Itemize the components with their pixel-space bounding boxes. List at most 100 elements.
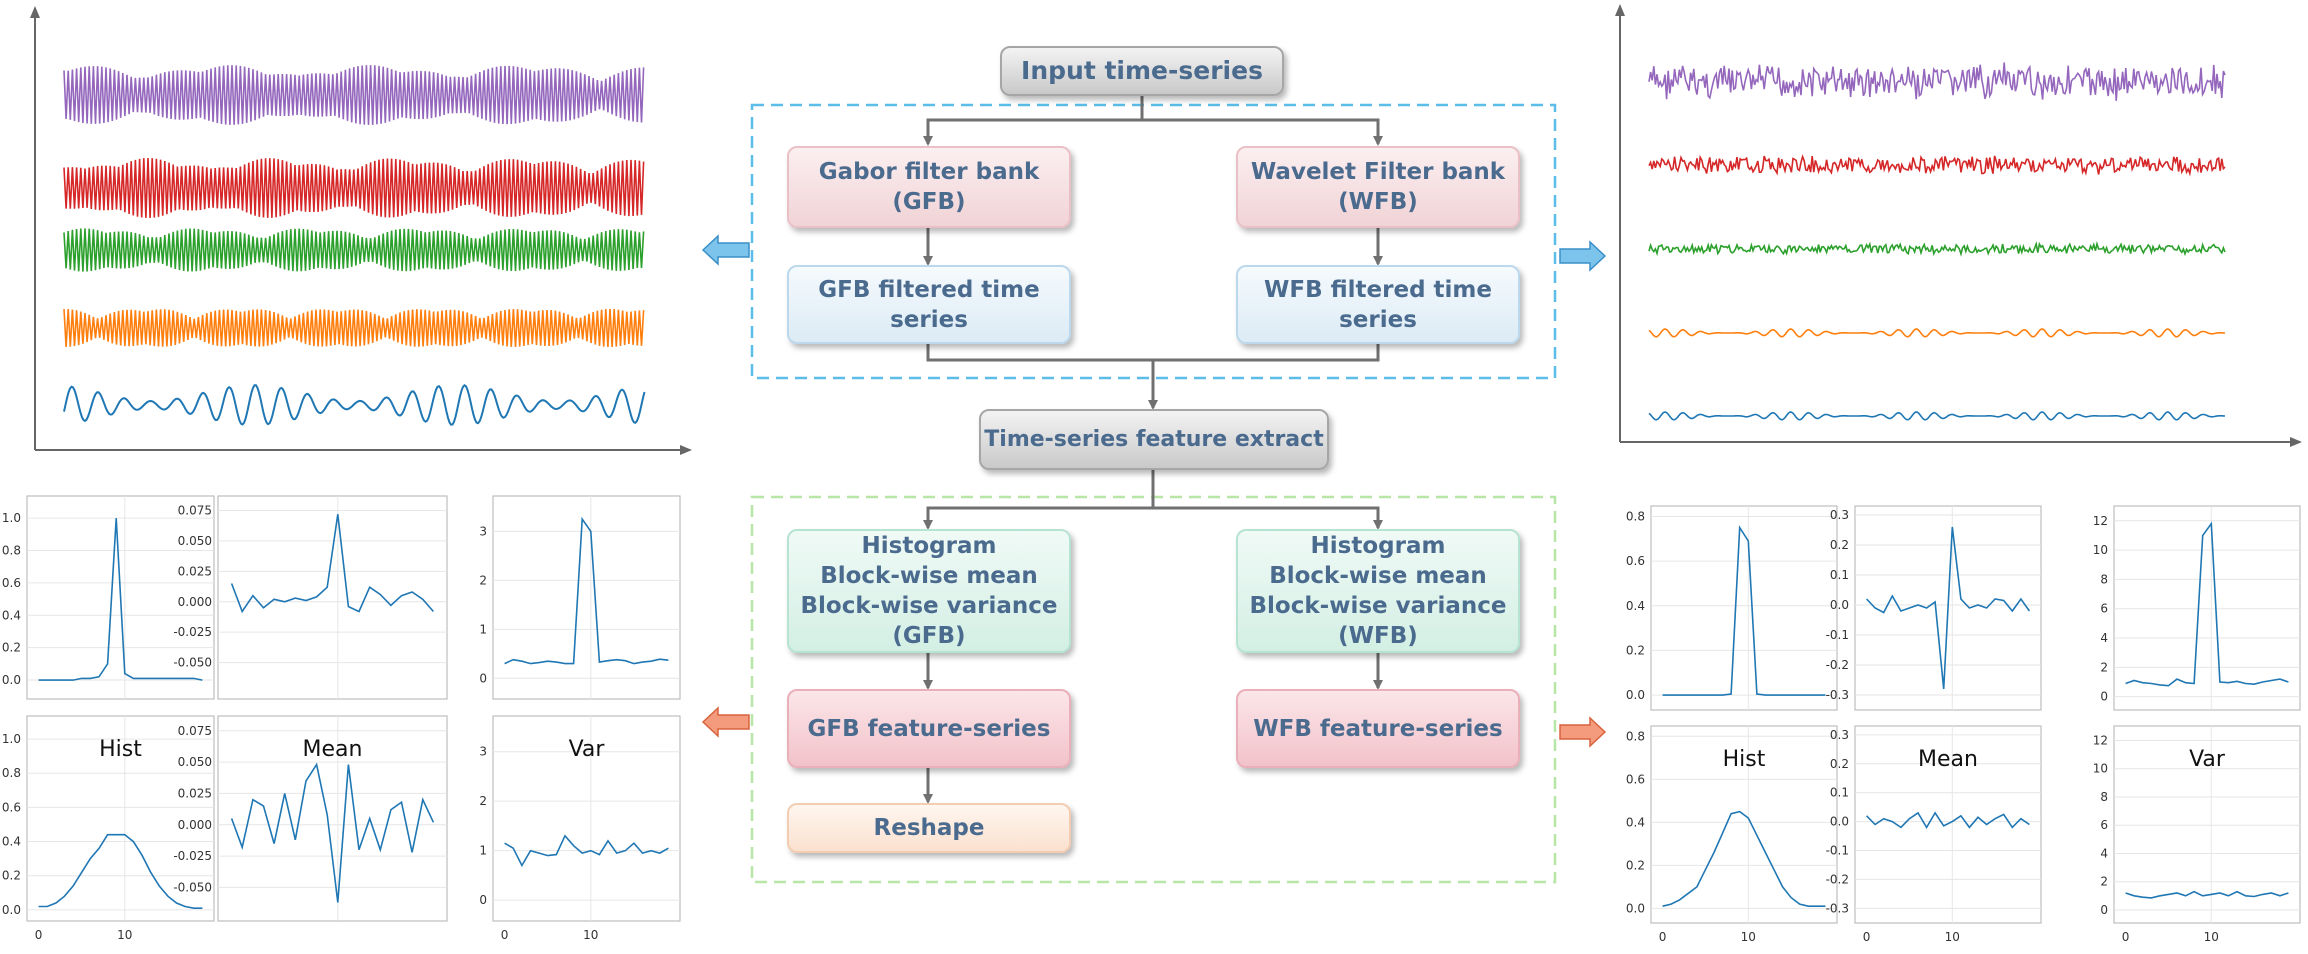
wfb-bottom-mean-xtick: 10: [1945, 930, 1960, 944]
wfb-bottom-hist-ytick: 0.2: [1626, 858, 1645, 872]
gfb-bottom-mean-ytick: 0.050: [178, 755, 212, 769]
wfb-bottom-hist-ytick: 0.4: [1626, 815, 1645, 829]
wfb-bottom-var-ytick: 10: [2093, 762, 2108, 776]
gfb-signal-green: [63, 228, 645, 272]
gfb-top-mean-ytick: 0.025: [178, 564, 212, 578]
gfb-top-hist-ytick: 0.0: [2, 673, 21, 687]
wfb-bottom-var-ytick: 6: [2100, 818, 2108, 832]
wfb-top-hist-ytick: 0.6: [1626, 554, 1645, 568]
gfb-top-hist-line: [38, 518, 203, 681]
wfb-top-mean-ytick: -0.3: [1826, 688, 1849, 702]
wfb-top-mean-ytick: 0.3: [1830, 508, 1849, 522]
wfb-bottom-mean-ytick: -0.1: [1826, 844, 1849, 858]
wfb-bottom-hist-plot: 0.0 0.2 0.4 0.6 0.8 0 10 Hist: [1626, 725, 1838, 944]
gfb-top-hist-ytick: 0.8: [2, 544, 21, 558]
gfb-bottom-var-ytick: 0: [479, 893, 487, 907]
gfb-top-hist-plot: 0.00.20.40.60.81.0: [2, 495, 215, 700]
wfb-bottom-mean-ytick: -0.2: [1826, 872, 1849, 886]
wfb-bottom-var-ytick: 2: [2100, 875, 2108, 889]
wfb-top-hist-ytick: 0.8: [1626, 509, 1645, 523]
wfb-bottom-mean-title: Mean: [1918, 747, 1978, 772]
wfb-signals: [1648, 62, 2226, 421]
wfb-bottom-hist-xtick: 10: [1741, 930, 1756, 944]
wavelet-filter-bank-node: Wavelet Filter bank (WFB): [1236, 146, 1520, 228]
wfb-top-mean-ytick: -0.2: [1826, 658, 1849, 672]
gfb-signal-red: [63, 157, 645, 219]
gfb-signal-purple: [63, 65, 645, 125]
gfb-signals: [63, 65, 646, 426]
gfb-bottom-hist-ytick: 0.8: [2, 766, 21, 780]
wfb-signal-purple: [1648, 62, 2226, 101]
wfb-bottom-var-ytick: 0: [2100, 903, 2108, 917]
gfb-bottom-hist-ytick: 0.6: [2, 800, 21, 814]
wfb-bottom-var-xtick: 10: [2204, 930, 2219, 944]
gfb-bottom-var-xtick: 10: [583, 928, 598, 942]
gfb-bottom-hist-xtick: 10: [117, 928, 132, 942]
wfb-top-mean-line: [1866, 526, 2031, 690]
gfb-bottom-hist-ytick: 0.2: [2, 869, 21, 883]
wfb-bottom-var-ytick: 8: [2100, 790, 2108, 804]
wfb-top-hist-ytick: 0.4: [1626, 599, 1645, 613]
wfb-bottom-var-frame: [2113, 725, 2301, 924]
gfb-bottom-var-line: [504, 834, 669, 868]
gfb-signal-blue: [63, 384, 646, 426]
wfb-bottom-mean-ytick: 0.1: [1830, 786, 1849, 800]
wfb-bottom-mean-ytick: -0.3: [1826, 901, 1849, 915]
gfb-feature-series-node: GFB feature-series: [787, 689, 1071, 768]
gfb-top-mean-line: [230, 514, 435, 614]
wfb-bottom-hist-xtick: 0: [1659, 930, 1667, 944]
wfb-top-hist-line: [1662, 525, 1826, 696]
wfb-bottom-hist-ytick: 0.8: [1626, 729, 1645, 743]
wfb-top-hist-ytick: 0.2: [1626, 643, 1645, 657]
gfb-bottom-hist-line: [38, 833, 203, 909]
wfb-top-mean-ytick: -0.1: [1826, 628, 1849, 642]
wfb-top-var-ytick: 12: [2093, 514, 2108, 528]
wfb-top-mean-plot: 0.30.20.10.0-0.1-0.2-0.3: [1826, 505, 2042, 711]
wfb-filtered-node: WFB filtered time series: [1236, 265, 1520, 344]
gfb-top-hist-ytick: 0.2: [2, 641, 21, 655]
feature-plots: 0.00.20.40.60.81.00.0750.0500.0250.000-0…: [2, 495, 2301, 944]
wfb-signal-orange: [1648, 328, 2226, 338]
wfb-top-hist-ytick: 0.0: [1626, 688, 1645, 702]
gfb-bottom-mean-line: [230, 762, 435, 903]
gfb-bottom-var-ytick: 2: [479, 794, 487, 808]
wfb-top-var-ytick: 8: [2100, 572, 2108, 586]
wfb-bottom-var-title: Var: [2189, 747, 2226, 772]
gfb-signal-orange: [63, 308, 645, 348]
wfb-top-var-frame: [2113, 505, 2301, 711]
arrow-left-orange: [701, 706, 750, 738]
gfb-top-hist-ytick: 1.0: [2, 511, 21, 525]
wfb-signal-axes: [1615, 4, 2302, 447]
wfb-top-var-ytick: 2: [2100, 660, 2108, 674]
gfb-features-node: Histogram Block-wise mean Block-wise var…: [787, 529, 1071, 653]
gfb-bottom-mean-ytick: 0.075: [178, 724, 212, 738]
wfb-bottom-hist-ytick: 0.0: [1626, 901, 1645, 915]
gfb-bottom-var-xtick: 0: [501, 928, 509, 942]
wfb-bottom-mean-ytick: 0.2: [1830, 757, 1849, 771]
gfb-top-var-ytick: 1: [479, 622, 487, 636]
wfb-bottom-hist-title: Hist: [1723, 747, 1766, 772]
gfb-bottom-mean-ytick: -0.025: [173, 849, 212, 863]
gfb-bottom-mean-ytick: 0.000: [178, 818, 212, 832]
gfb-top-hist-ytick: 0.4: [2, 608, 21, 622]
wfb-top-hist-plot: 0.0 0.2 0.4 0.6 0.8: [1626, 505, 1838, 711]
gfb-bottom-var-ytick: 3: [479, 745, 487, 759]
wfb-bottom-hist-ytick: 0.6: [1626, 772, 1645, 786]
wfb-bottom-mean-ytick: 0.0: [1830, 815, 1849, 829]
gfb-bottom-mean-frame: [217, 715, 448, 922]
reshape-node: Reshape: [787, 803, 1071, 853]
connectors: [923, 96, 1383, 804]
gfb-top-mean-frame: [217, 495, 448, 700]
wfb-top-var-ytick: 10: [2093, 543, 2108, 557]
gfb-top-var-line: [504, 516, 669, 665]
wfb-top-var-ytick: 0: [2100, 690, 2108, 704]
wfb-top-var-line: [2125, 521, 2289, 687]
gfb-top-mean-ytick: -0.050: [173, 656, 212, 670]
wfb-bottom-var-xtick: 0: [2122, 930, 2130, 944]
gfb-bottom-mean-ytick: 0.025: [178, 786, 212, 800]
